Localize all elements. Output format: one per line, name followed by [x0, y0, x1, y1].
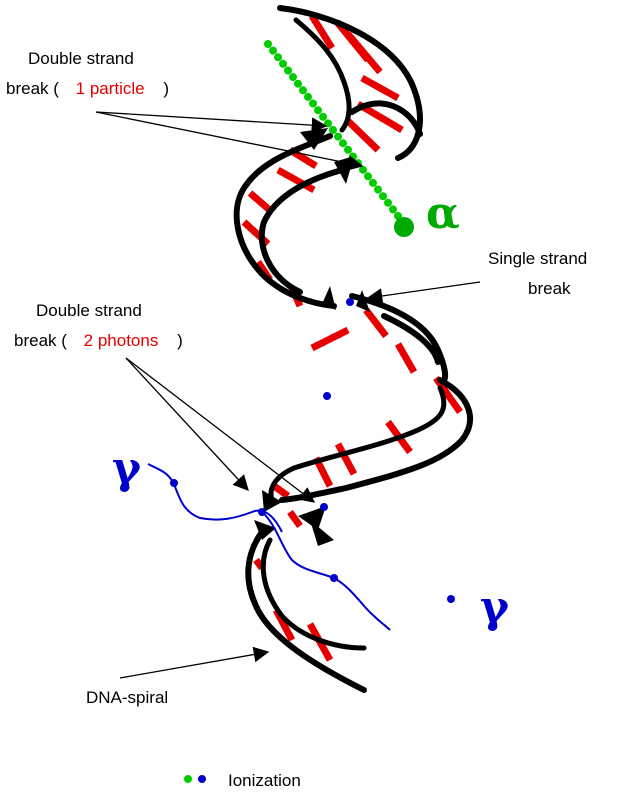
ionization-green-dot: [294, 79, 302, 88]
ionization-blue-dot: [346, 298, 354, 306]
legend-blue-dot-icon: [198, 775, 206, 783]
dsb1-line1: Double strand: [28, 49, 134, 68]
ionization-green-dot: [264, 40, 272, 48]
ionization-green-dot: [344, 145, 352, 154]
backbone-strand-g: [381, 313, 441, 365]
ionization-green-dot: [359, 165, 367, 174]
ssb-line1: Single strand: [488, 249, 587, 268]
ionization-green-dot: [334, 132, 342, 141]
dsb2-line2: break ( 2 photons ): [14, 331, 183, 350]
ionization-green-dot: [369, 178, 377, 187]
base-pair: [433, 375, 463, 415]
break-fragment: [356, 290, 370, 312]
base-pair: [345, 31, 383, 75]
ionization-blue-dot: [258, 508, 266, 516]
backbone-strand-i: [268, 385, 447, 503]
backbone-strand-c: [349, 100, 423, 137]
dna-helix: [233, 5, 473, 693]
base-pair: [394, 342, 418, 374]
arrow-dna-spiral: [119, 646, 270, 679]
base-pair: [271, 483, 291, 499]
ionization-green-dot: [309, 99, 317, 108]
label-single-strand-break: Single strand break: [488, 249, 587, 298]
annotation-arrows: [95, 111, 481, 679]
ionization-green-dot: [289, 73, 297, 82]
ionization-green-dot: [304, 92, 312, 101]
gamma-symbol-right: γ: [480, 582, 510, 633]
base-pair: [276, 166, 316, 194]
break-fragment: [254, 520, 276, 540]
dsb2-highlight: 2 photons: [84, 331, 159, 350]
ionization-green-dot: [339, 139, 347, 148]
ionization-green-dot: [269, 46, 277, 55]
ionization-blue-dot: [320, 503, 328, 511]
break-fragments: [254, 128, 370, 546]
label-double-strand-break-particle: Double strand break ( 1 particle ): [6, 49, 169, 98]
ionization-green-dot: [284, 66, 292, 75]
ionization-green-dot: [329, 126, 337, 134]
backbone-strand-b: [293, 17, 352, 133]
ionization-green-dot: [389, 205, 397, 214]
ionization-blue-dot: [447, 595, 455, 603]
dsb2-suffix: ): [177, 331, 183, 350]
alpha-particle-icon: [394, 217, 414, 237]
base-pair: [310, 326, 350, 352]
backbone-strand-a: [277, 5, 423, 161]
ionization-green-dot: [299, 86, 307, 95]
backbone-strand-f: [349, 293, 449, 383]
backbone-strand-k: [260, 537, 367, 651]
ionization-green-dot: [364, 172, 372, 181]
break-fragment: [298, 506, 326, 530]
base-pair: [247, 190, 275, 215]
base-pair: [363, 307, 389, 339]
base-pair: [344, 117, 381, 153]
backbone-strand-e: [258, 167, 345, 295]
ionization-green-dot: [384, 198, 392, 207]
ionization-green-dot: [379, 192, 387, 201]
backbone-strand-d: [233, 133, 337, 309]
gamma-track-upper: [147, 463, 283, 533]
ionization-blue-dot: [330, 574, 338, 582]
base-pair: [360, 74, 400, 102]
arrow-dsb1-b: [95, 111, 364, 171]
arrow-dsb2-a: [125, 357, 249, 491]
ionization-blue-dot: [170, 479, 178, 487]
dsb1-suffix: ): [163, 79, 169, 98]
break-fragment: [262, 490, 282, 512]
dsb1-highlight: 1 particle: [76, 79, 145, 98]
dsb2-prefix: break (: [14, 331, 67, 350]
dsb1-line2: break ( 1 particle ): [6, 79, 169, 98]
base-pair: [334, 442, 358, 476]
ionization-blue-dot: [323, 392, 331, 400]
label-dna-spiral: DNA-spiral: [86, 688, 168, 707]
backbones: [233, 5, 473, 693]
ionization-green-dot: [314, 106, 322, 115]
backbone-strand-j: [245, 529, 367, 693]
break-fragment: [300, 128, 328, 150]
ionization-legend: Ionization: [184, 771, 301, 790]
arrow-dsb2-b: [125, 357, 316, 503]
ionization-green-dot: [349, 152, 357, 161]
break-fragment: [322, 286, 336, 310]
break-fragment: [310, 520, 334, 546]
dsb1-prefix: break (: [6, 79, 59, 98]
ionization-green-dot: [319, 112, 327, 121]
alpha-particle-track: [264, 40, 402, 220]
ionization-green-dot: [274, 53, 282, 62]
ionization-green-dot: [279, 59, 287, 68]
base-pair: [309, 14, 335, 50]
arrow-dsb1-a: [95, 111, 328, 133]
legend-green-dot-icon: [184, 775, 192, 783]
label-double-strand-break-photons: Double strand break ( 2 photons ): [14, 301, 183, 350]
alpha-symbol: α: [426, 188, 460, 239]
gamma-symbol-left: γ: [112, 443, 142, 494]
dsb2-line1: Double strand: [36, 301, 142, 320]
arrow-ssb: [366, 281, 481, 304]
base-pair: [287, 509, 303, 529]
ionization-dots: [170, 298, 455, 603]
legend-ionization-label: Ionization: [228, 771, 301, 790]
ionization-green-dot: [374, 185, 382, 194]
ssb-line2: break: [528, 279, 571, 298]
